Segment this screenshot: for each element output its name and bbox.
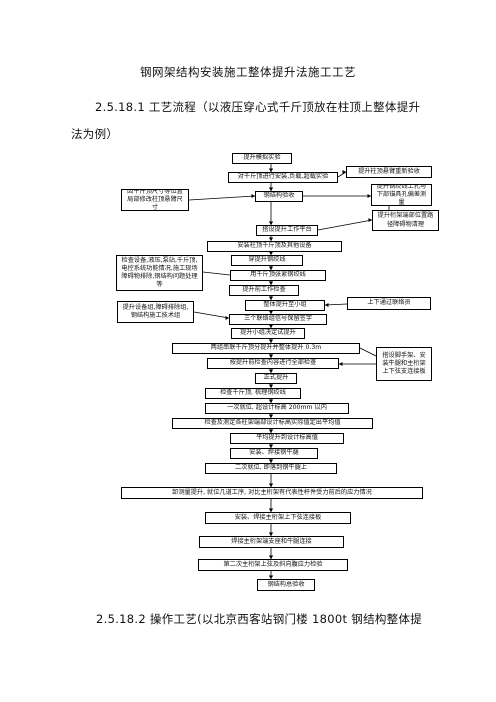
arrowhead — [268, 168, 274, 172]
note-connector — [188, 195, 256, 201]
left-note-2: 检查设备,液压,泵站,千斤顶,电控系统功能情况,施工现场障碍物排除,钢结构问题处… — [116, 255, 203, 291]
flow-step-14: 正式提升 — [255, 373, 297, 384]
flow-step-19: 安装、焊接钢牛腿 — [230, 448, 318, 459]
right-note-1: 提升柱顶悬臂重新验收 — [346, 166, 432, 178]
flow-step-9: 整体提升至小组 — [245, 300, 325, 311]
arrowhead — [268, 187, 274, 191]
flow-step-15: 检查千斤顶, 梳理钢绞线 — [205, 388, 301, 399]
arrowhead — [268, 459, 274, 463]
arrowhead — [339, 362, 343, 366]
flow-step-13: 按提升前检查内容进行全部检查 — [207, 358, 339, 369]
arrowhead — [268, 339, 274, 343]
right-note-5: 搭设脚手架、安装牛腿和主桁架上下弦支连接板 — [376, 347, 432, 381]
flow-step-10: 三个联络组信号保留签字 — [229, 314, 327, 325]
note-connector — [193, 311, 230, 319]
flow-step-20: 二次就位, 即落到钢牛腿上 — [205, 463, 337, 474]
arrowhead — [268, 508, 274, 512]
flow-step-24: 第二次主桁架上弦及斜向腹应力检验 — [198, 559, 348, 571]
flow-step-23: 焊接主桁架端支座和牛腿连接 — [199, 536, 344, 548]
right-note-3: 提升桁架端部位置路径障碍物清理 — [372, 210, 439, 231]
arrowhead — [268, 266, 274, 270]
right-note-4: 上下通过联络员 — [347, 297, 431, 310]
section-heading-1-continued: 法为例） — [71, 127, 119, 141]
arrowhead — [268, 483, 274, 487]
arrowhead — [268, 555, 274, 559]
flow-step-21: 卸测量提升, 就位几道工序, 对比主桁架有代表性杆件受力前后的应力情况 — [121, 487, 423, 499]
left-note-3: 提升设备组,障碍排除组,钢结构施工技术组 — [117, 301, 194, 323]
arrowhead — [268, 429, 274, 433]
arrowhead — [225, 316, 229, 320]
arrowhead — [268, 384, 274, 388]
arrowhead — [268, 414, 274, 418]
flow-step-12: 两组串联千斤顶分提升并整体提升 0.3m — [172, 343, 360, 354]
section-heading-2: 2.5.18.2 操作工艺(以北京西客站钢门楼 1800t 钢结构整体提 — [96, 612, 423, 626]
arrowhead — [268, 324, 274, 328]
arrowhead — [325, 303, 329, 307]
arrowhead — [368, 218, 372, 222]
flow-step-16: 一次就位, 超设计标高 200mm 以内 — [205, 403, 349, 414]
flow-step-4: 搭设提升工作平台 — [256, 225, 318, 236]
arrowhead — [268, 281, 274, 285]
arrowhead — [268, 251, 274, 255]
arrowhead — [342, 170, 346, 174]
flow-step-17: 检查及测定各柱架端部设计标高实际值定出平均值 — [172, 418, 373, 429]
left-note-1: 因千斤顶尺寸等位置局部修改柱顶悬臂尺寸 — [121, 189, 189, 211]
note-connector — [337, 171, 347, 178]
flow-step-8: 提升前工作检查 — [229, 285, 299, 296]
arrowhead — [268, 237, 274, 241]
flow-step-2: 对千斤顶进行安装,负载,超载实验 — [228, 172, 338, 183]
note-connector — [202, 271, 231, 276]
flow-step-25: 钢结构总验收 — [257, 579, 315, 591]
arrowhead — [367, 194, 371, 198]
arrowhead — [268, 575, 274, 579]
page-title: 钢网架结构安装施工整体提升法施工工艺 — [140, 65, 356, 79]
flow-step-22: 安装、焊接主桁架上下弦连接板 — [205, 512, 351, 524]
arrowhead — [268, 369, 274, 373]
arrowhead — [268, 354, 274, 358]
section-heading-1: 2.5.18.1 工艺流程（以液压穿心式千斤顶放在柱顶上整体提升 — [95, 100, 421, 114]
arrowhead — [268, 399, 274, 403]
arrowhead — [268, 444, 274, 448]
flow-step-3: 钢结构验收 — [255, 191, 303, 202]
arrowhead — [251, 194, 255, 198]
right-note-2: 提升钢绞线上孔与下部锚具孔偏差测量 — [371, 184, 432, 206]
arrowhead — [268, 296, 274, 300]
arrowhead — [268, 532, 274, 536]
note-connector — [324, 303, 348, 306]
flow-step-18: 平均提升到设计标高值 — [230, 433, 344, 444]
flow-step-1: 提升模拟实验 — [232, 153, 292, 164]
note-connector — [317, 219, 373, 231]
arrowhead — [268, 221, 274, 225]
flow-step-6: 穿提升钢绞线 — [231, 255, 303, 266]
flow-step-7: 用千斤顶张紧钢绞线 — [230, 270, 326, 281]
note-connector — [359, 347, 377, 357]
arrowhead — [268, 310, 274, 314]
flow-step-11: 提升小组决定试提升 — [231, 328, 305, 339]
flow-step-5: 安装柱顶千斤顶及其他设备 — [207, 241, 342, 252]
